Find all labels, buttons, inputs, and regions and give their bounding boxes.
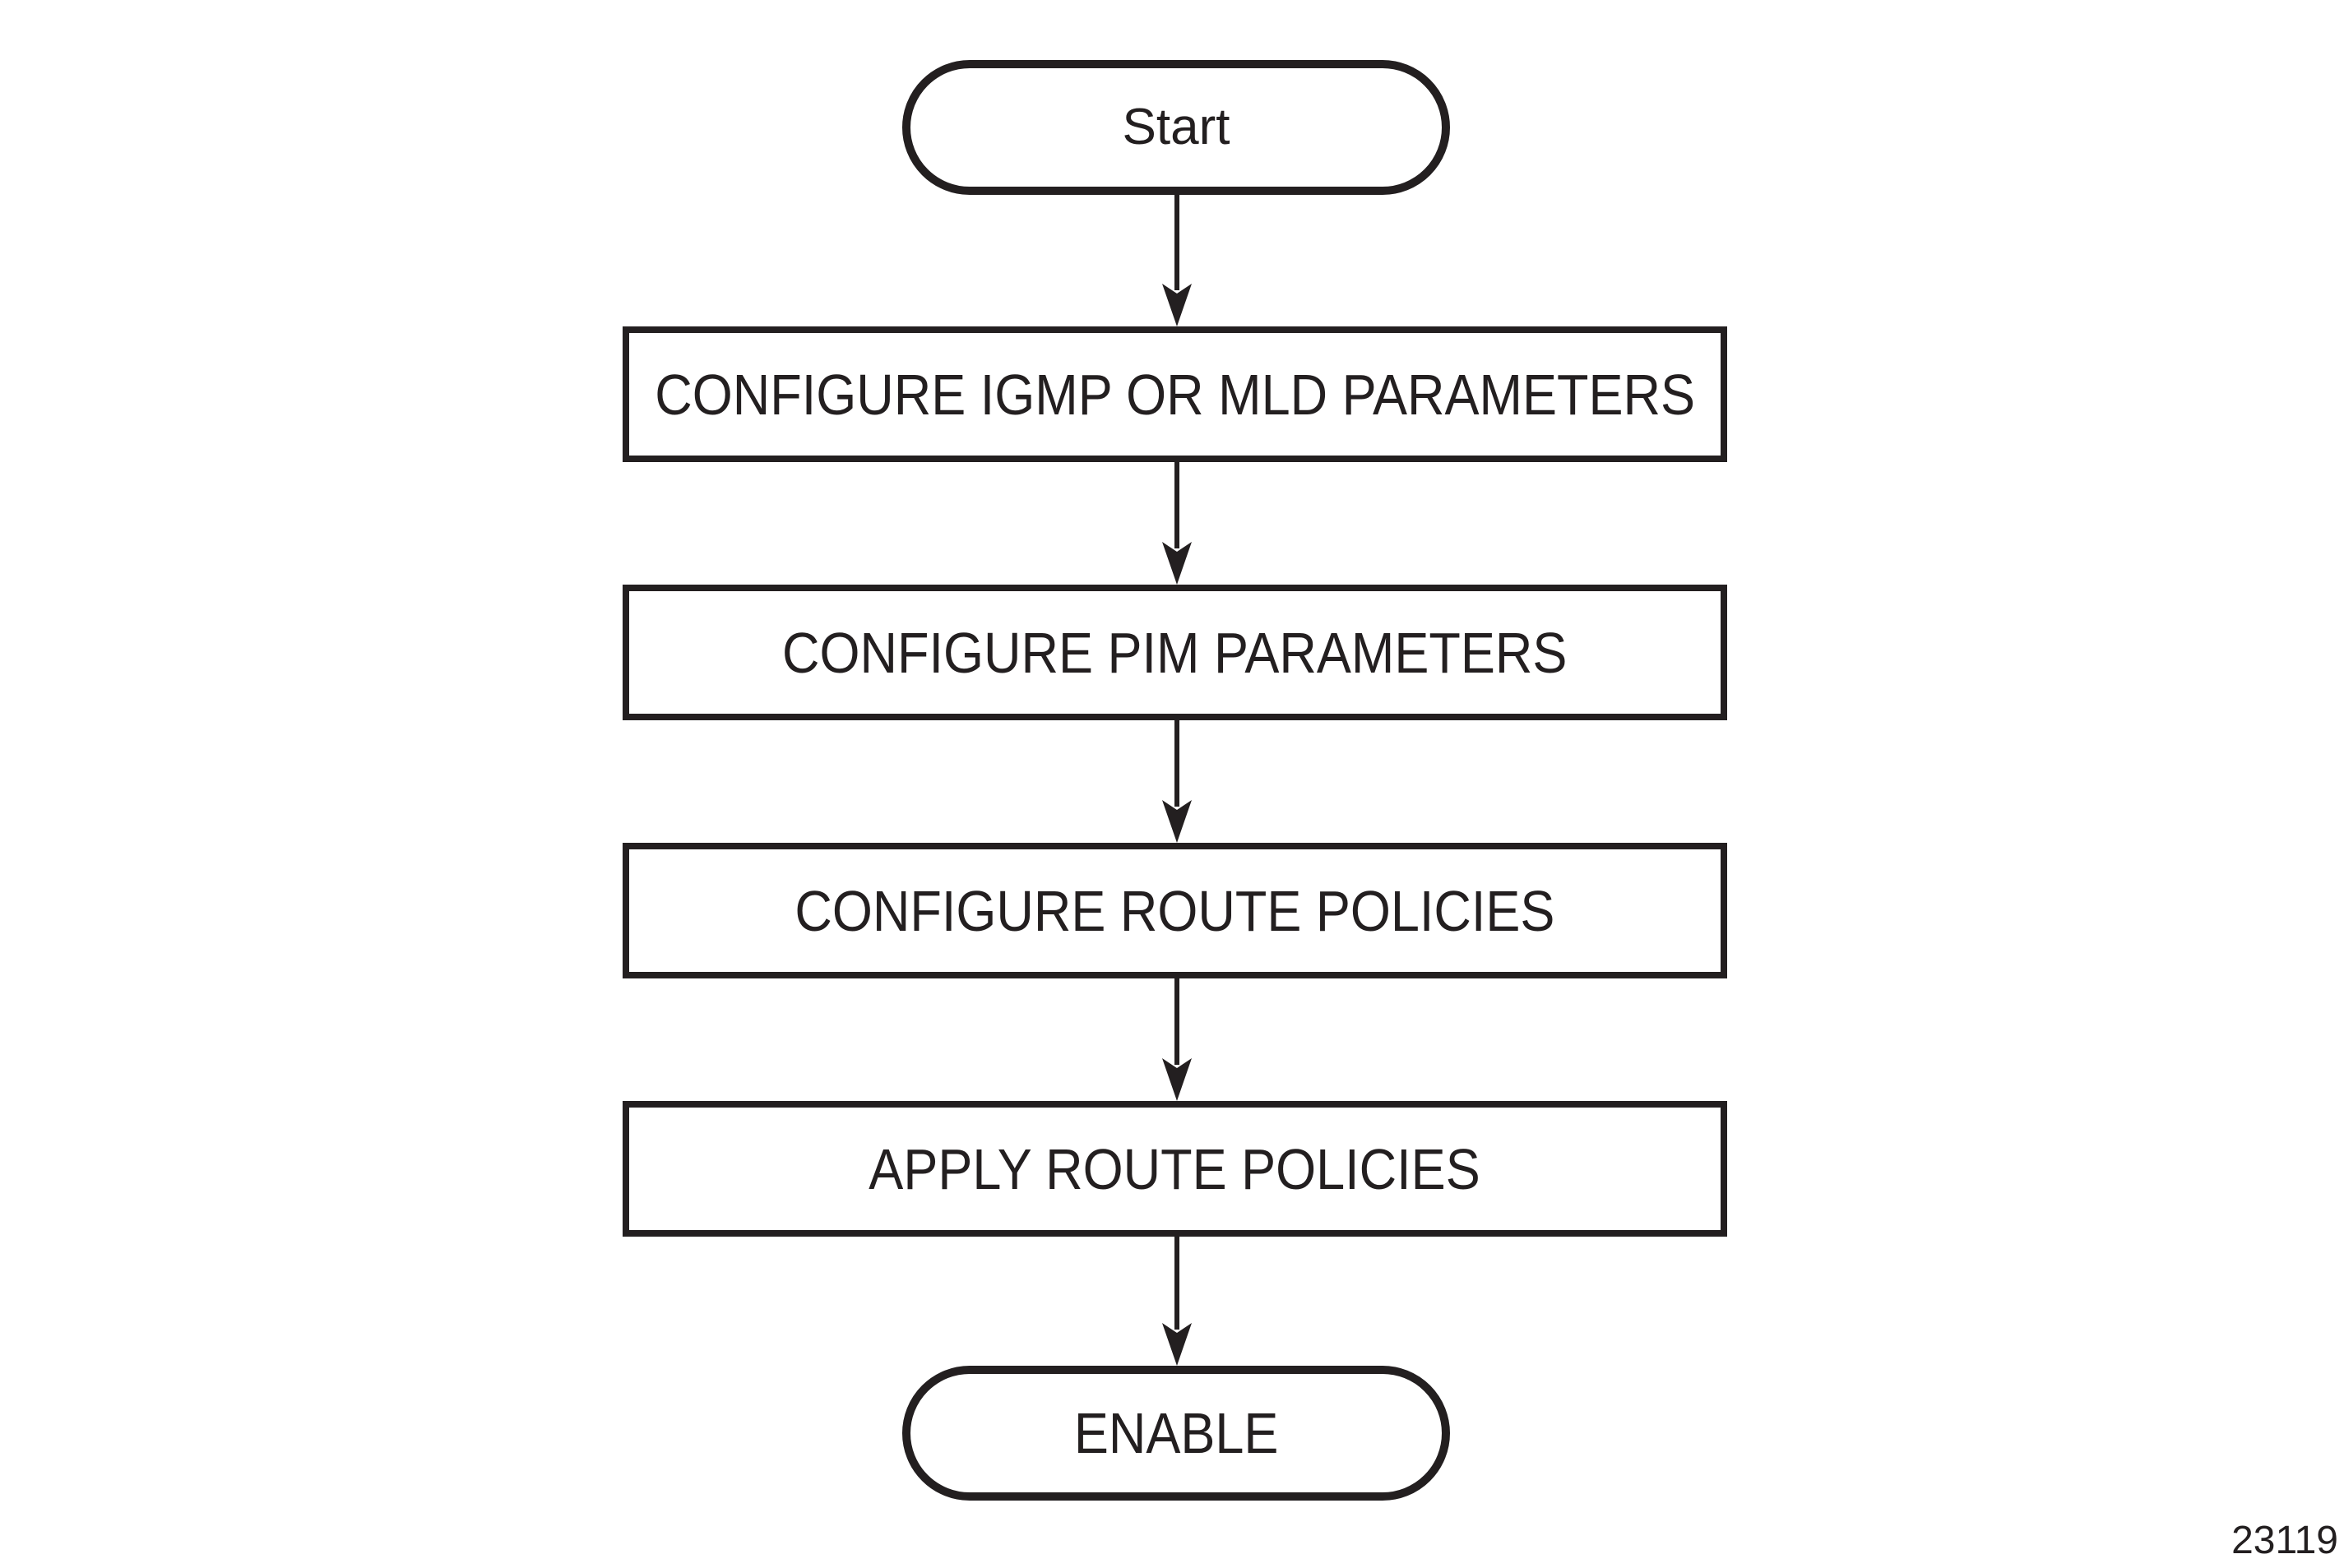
flow-arrow-down-icon (1162, 462, 1192, 585)
flow-arrow-down-icon (1162, 1237, 1192, 1366)
start-terminator: Start (902, 60, 1450, 195)
process-configure-igmp-mld: CONFIGURE IGMP OR MLD PARAMETERS (623, 326, 1727, 462)
process-apply-route-policies-label: APPLY ROUTE POLICIES (869, 1136, 1481, 1201)
process-configure-route-policies-label: CONFIGURE ROUTE POLICIES (794, 878, 1555, 943)
enable-terminator: ENABLE (902, 1366, 1450, 1501)
figure-number: 23119 (2231, 1519, 2338, 1562)
enable-label: ENABLE (1073, 1401, 1279, 1465)
process-configure-pim-label: CONFIGURE PIM PARAMETERS (782, 620, 1568, 685)
flow-arrow-down-icon (1162, 720, 1192, 843)
flow-arrow-down-icon (1162, 195, 1192, 326)
process-configure-pim: CONFIGURE PIM PARAMETERS (623, 585, 1727, 720)
process-configure-igmp-mld-label: CONFIGURE IGMP OR MLD PARAMETERS (655, 362, 1695, 427)
flow-arrow-down-icon (1162, 978, 1192, 1101)
start-label: Start (1122, 99, 1230, 155)
process-apply-route-policies: APPLY ROUTE POLICIES (623, 1101, 1727, 1237)
process-configure-route-policies: CONFIGURE ROUTE POLICIES (623, 843, 1727, 978)
